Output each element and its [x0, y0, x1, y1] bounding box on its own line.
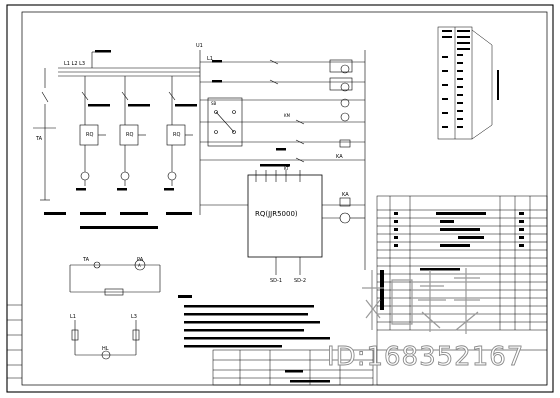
revision-table-marks: [285, 370, 330, 383]
terminal-strip-rows: [442, 30, 499, 128]
drawing-frame: [6, 4, 554, 393]
ammeter-circuit: [69, 259, 161, 296]
contactor-label: KM: [284, 113, 291, 118]
relay-label-2: KA: [336, 154, 343, 160]
selector-label: SB: [211, 101, 217, 106]
watermark: ID:168352167: [327, 268, 524, 372]
parts-list-table: [376, 195, 548, 386]
load-label-3: RQ: [173, 132, 180, 138]
ammeter-a-label: A: [138, 263, 141, 268]
indicator-hl-label: HL: [102, 346, 109, 352]
revision-table: [212, 349, 374, 386]
terminal-label-left: SD-1: [270, 278, 282, 284]
ammeter-pa-label: PA: [137, 257, 144, 263]
parts-list-marks: [380, 212, 524, 310]
ammeter-labels: TA PA A: [82, 257, 144, 268]
indicator-phase-1: L1: [70, 314, 76, 320]
indicator-phase-3: L3: [131, 314, 137, 320]
terminal-label-right: SD-2: [294, 278, 306, 284]
supply-label-l1: L1: [207, 56, 213, 62]
indicator-circuit: [71, 320, 140, 360]
main-circuit-labels: L1 L2 L3 RQ RQ RQ TA: [35, 61, 180, 142]
control-circuit-labels: U1 L1 RQ(JJR5000) SD-1 SD-2 KA KA SB KT …: [196, 43, 349, 284]
ammeter-ta-label: TA: [82, 257, 90, 263]
indicator-labels: L1 L3 HL: [70, 314, 137, 352]
relay-label: KA: [342, 192, 349, 198]
main-power-circuit: [33, 51, 200, 201]
main-circuit-captions: [44, 50, 197, 229]
control-circuit-notes: [178, 60, 330, 348]
supply-label-u1: U1: [196, 43, 203, 49]
current-transformer-label: TA: [35, 136, 43, 142]
soft-starter-label: RQ(JJR5000): [255, 210, 298, 218]
control-circuit: [199, 50, 366, 275]
bus-label: L1 L2 L3: [64, 61, 85, 67]
load-label-2: RQ: [126, 132, 133, 138]
terminal-strip: [437, 26, 493, 140]
timer-label: KT: [284, 166, 289, 171]
load-label-1: RQ: [86, 132, 93, 138]
watermark-logo: [362, 268, 480, 334]
watermark-id: ID:168352167: [327, 342, 524, 372]
